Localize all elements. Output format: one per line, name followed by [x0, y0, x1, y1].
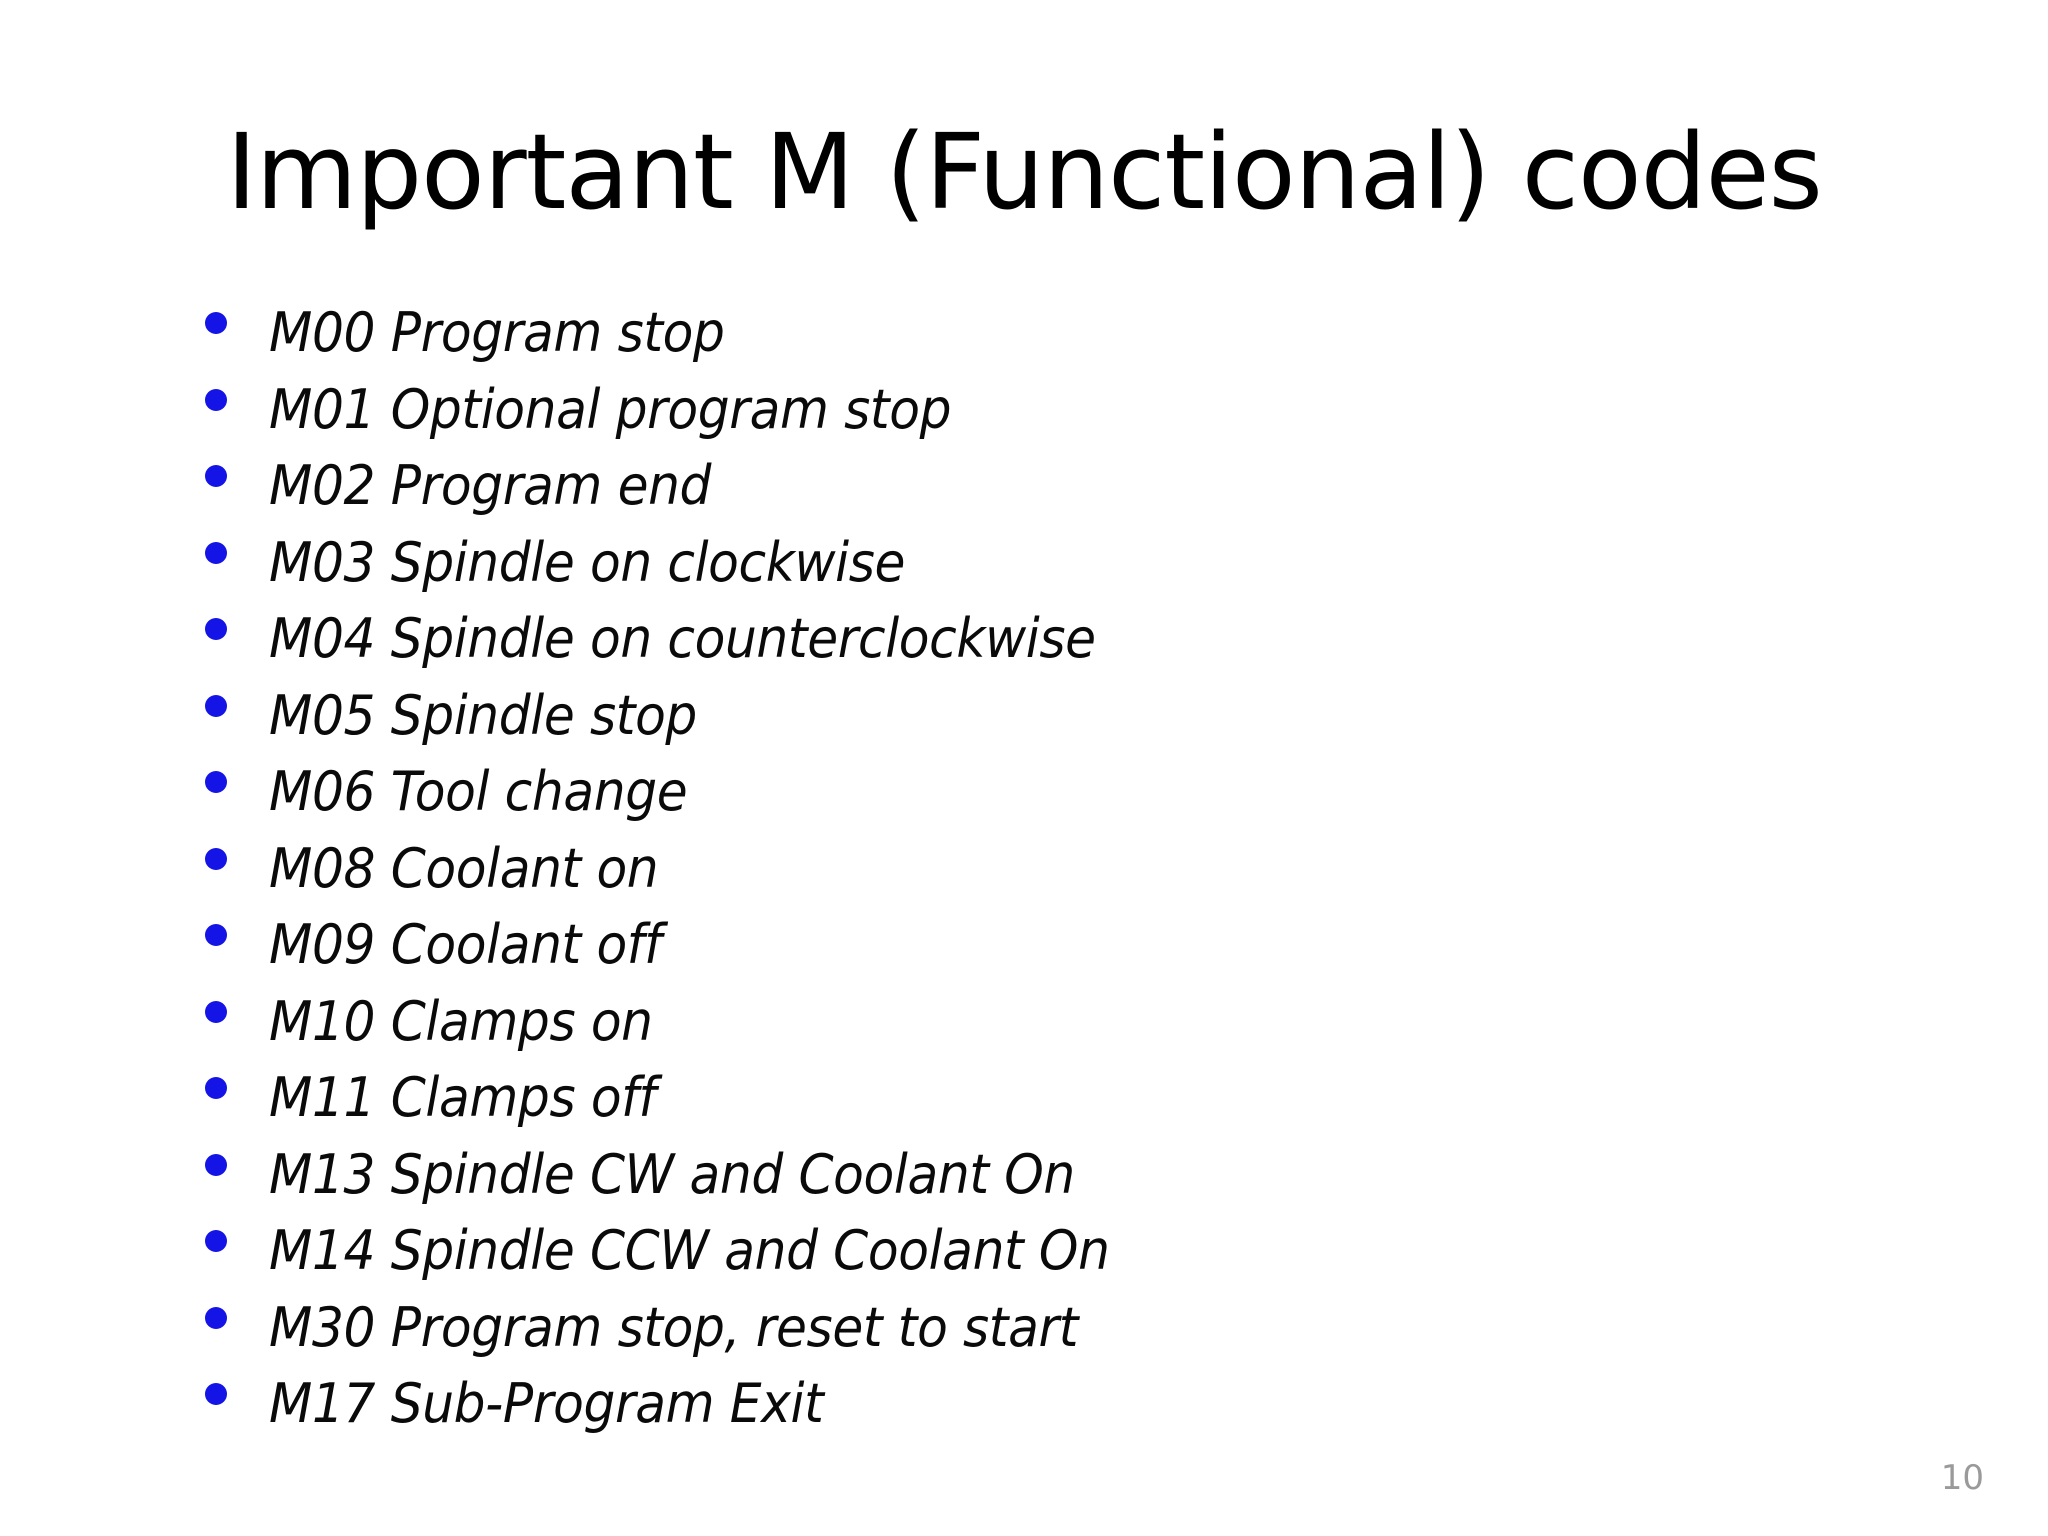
list-item-label: M06 Tool change — [269, 760, 688, 823]
list-item: M14 Spindle CCW and Coolant On — [205, 1213, 1905, 1290]
list-item-label: M05 Spindle stop — [269, 683, 697, 747]
list-item: M17 Sub-Program Exit — [205, 1366, 1905, 1443]
bullet-dot-icon — [205, 541, 227, 564]
list-item: M02 Program end — [205, 448, 1905, 525]
page-number: 10 — [1940, 1458, 1984, 1498]
list-item-label: M01 Optional program stop — [269, 377, 952, 441]
list-item-label: M30 Program stop, reset to start — [269, 1295, 1079, 1359]
list-item: M11 Clamps off — [205, 1060, 1905, 1137]
bullet-dot-icon — [205, 1153, 227, 1176]
bullet-dot-icon — [205, 618, 227, 640]
bullet-dot-icon — [205, 312, 227, 334]
bullet-dot-icon — [205, 1383, 227, 1405]
bullet-dot-icon — [205, 924, 227, 946]
bullet-dot-icon — [205, 465, 227, 487]
list-item-label: M02 Program end — [269, 454, 712, 517]
list-item: M04 Spindle on counterclockwise — [205, 601, 1905, 678]
list-item-label: M17 Sub-Program Exit — [269, 1372, 824, 1435]
bullet-dot-icon — [205, 1306, 227, 1329]
list-item-label: M09 Coolant off — [269, 913, 662, 976]
list-item-label: M10 Clamps on — [269, 989, 653, 1053]
bullet-dot-icon — [205, 1000, 227, 1023]
bullet-dot-icon — [205, 847, 227, 870]
bullet-dot-icon — [205, 1230, 227, 1252]
list-item: M06 Tool change — [205, 754, 1905, 831]
list-item: M10 Clamps on — [205, 984, 1905, 1061]
m-code-bullet-list: M00 Program stop M01 Optional program st… — [205, 295, 1905, 1443]
list-item: M01 Optional program stop — [205, 372, 1905, 449]
list-item-label: M14 Spindle CCW and Coolant On — [269, 1219, 1110, 1282]
list-item-label: M04 Spindle on counterclockwise — [269, 607, 1096, 670]
bullet-dot-icon — [205, 771, 227, 793]
list-item-label: M03 Spindle on clockwise — [269, 530, 906, 594]
list-item: M13 Spindle CW and Coolant On — [205, 1137, 1905, 1214]
page-title: Important M (Functional) codes — [226, 110, 1823, 233]
bullet-dot-icon — [205, 388, 227, 411]
list-item: M00 Program stop — [205, 295, 1905, 372]
list-item-label: M11 Clamps off — [269, 1066, 656, 1129]
list-item: M05 Spindle stop — [205, 678, 1905, 755]
bullet-dot-icon — [205, 694, 227, 717]
list-item: M09 Coolant off — [205, 907, 1905, 984]
list-item-label: M13 Spindle CW and Coolant On — [269, 1142, 1075, 1206]
list-item: M03 Spindle on clockwise — [205, 525, 1905, 602]
list-item-label: M08 Coolant on — [269, 836, 659, 900]
list-item-label: M00 Program stop — [269, 301, 725, 364]
list-item: M08 Coolant on — [205, 831, 1905, 908]
list-item: M30 Program stop, reset to start — [205, 1290, 1905, 1367]
bullet-dot-icon — [205, 1077, 227, 1099]
